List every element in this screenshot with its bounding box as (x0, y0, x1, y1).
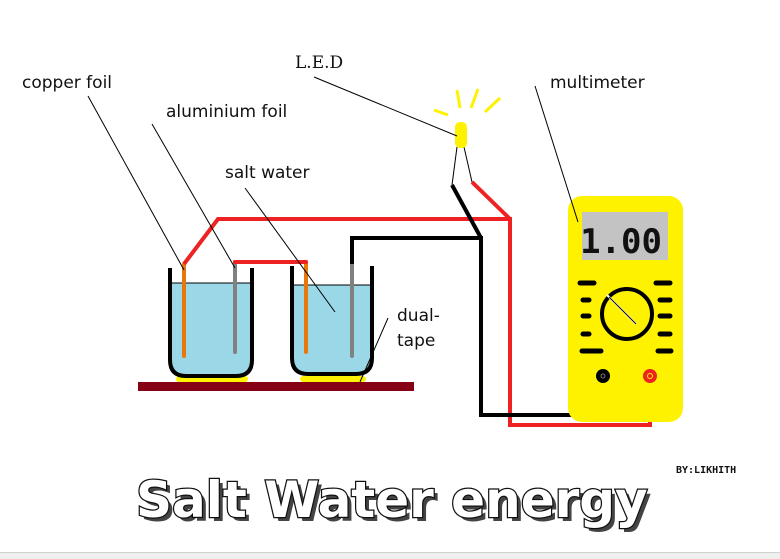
beaker-left (168, 268, 254, 378)
multimeter-com-terminal (596, 369, 610, 383)
label-dual-tape-2: tape (397, 331, 435, 351)
byline: BY:LIKHITH (676, 465, 736, 476)
bottom-status-bar (0, 552, 780, 559)
led-light-ray (469, 88, 480, 109)
label-led: L.E.D (295, 53, 343, 73)
leader-led (313, 76, 458, 137)
leader-salt-water (244, 187, 336, 313)
leader-dual-tape (359, 317, 389, 383)
led-light-ray (483, 96, 502, 114)
label-salt-water: salt water (225, 163, 310, 183)
label-multimeter: multimeter (550, 73, 645, 93)
label-copper-foil: copper foil (22, 73, 112, 93)
led-light-ray (433, 108, 449, 117)
base-plank (138, 382, 414, 391)
black-wire-led (450, 184, 483, 239)
multimeter-positive-terminal (643, 369, 657, 383)
multimeter-dial (600, 287, 654, 341)
title-shadow: Salt Water energy (140, 475, 652, 533)
label-aluminium-foil: aluminium foil (166, 102, 287, 122)
multimeter-display (582, 212, 668, 260)
leader-copper-foil (87, 95, 185, 271)
led (433, 88, 502, 186)
multimeter: 1.00 (568, 196, 683, 422)
diagram-title: Salt Water energy (136, 471, 648, 529)
label-dual-tape-1: dual- (397, 306, 440, 326)
red-wire-led (470, 180, 512, 221)
leader-multimeter (534, 85, 579, 223)
dual-tape-right (300, 376, 366, 382)
leader-aluminium-foil (151, 123, 236, 269)
multimeter-reading: 1.00 (580, 222, 662, 262)
led-light-ray (455, 89, 462, 109)
